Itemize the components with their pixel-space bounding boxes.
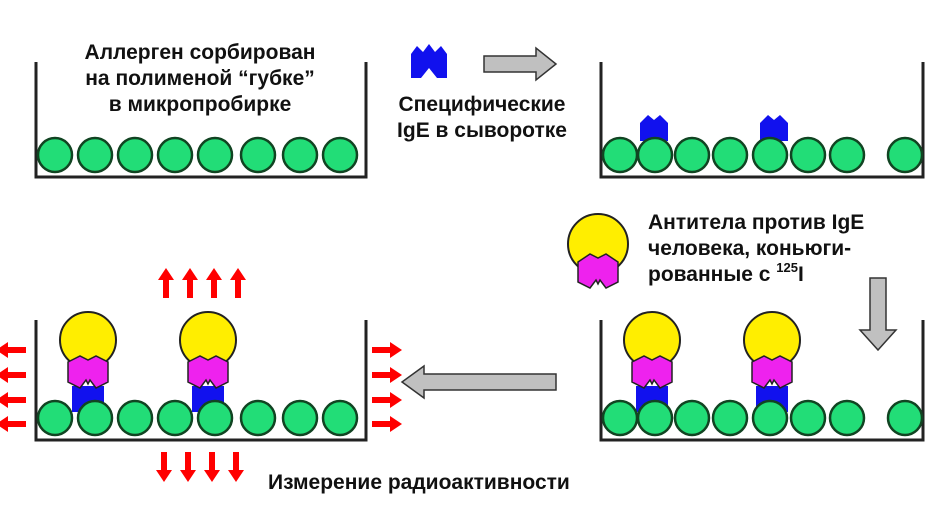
isotope-mass-number: 125 — [776, 260, 798, 275]
label-step1-line2: на полименой “губке” — [85, 67, 315, 90]
tube-step1 — [34, 62, 368, 179]
complex-left — [59, 311, 117, 412]
label-step1: Аллерген сорбирован на полименой “губке”… — [50, 40, 350, 118]
process-arrow-down — [858, 277, 898, 352]
tube-step2 — [599, 62, 925, 179]
process-arrow-right — [483, 46, 558, 82]
ige-antibody-icon — [411, 44, 447, 78]
radiation-arrows-left — [0, 342, 26, 432]
radiation-arrows-right — [372, 342, 402, 432]
label-step2-line2: IgE в сыворотке — [397, 119, 567, 142]
anti-ige-labeled-antibody-icon — [567, 213, 629, 289]
radiation-arrows-down — [156, 452, 244, 482]
sorbent-bead-row — [601, 399, 924, 437]
radiation-arrows-up — [158, 268, 246, 298]
isotope-symbol: I — [798, 263, 804, 286]
label-step4-caption: Измерение радиоактивности — [268, 471, 570, 494]
complex-right — [743, 311, 801, 412]
label-step1-line3: в микропробирке — [108, 93, 292, 116]
label-step3: Антитела против IgE человека, коньюги- р… — [648, 210, 864, 288]
label-step3-line3-prefix: рованные с — [648, 263, 777, 286]
process-arrow-left — [400, 364, 557, 400]
tube-step4 — [34, 311, 368, 442]
sorbent-bead-row — [36, 136, 359, 174]
label-step3-line1: Антитела против IgE — [648, 211, 865, 234]
sorbent-bead-row — [601, 136, 924, 174]
label-step1-line1: Аллерген сорбирован — [84, 41, 316, 64]
tube-step3 — [599, 311, 925, 442]
complex-left — [623, 311, 681, 412]
ige-bound-right — [760, 115, 788, 141]
label-step2-line1: Специфические — [398, 93, 566, 116]
label-step3-line2: человека, коньюги- — [648, 237, 852, 260]
label-step2: Специфические IgE в сыворотке — [372, 92, 592, 144]
complex-right — [179, 311, 237, 412]
ige-bound-left — [640, 115, 668, 141]
label-step3-line3: рованные с 125I — [648, 260, 864, 288]
